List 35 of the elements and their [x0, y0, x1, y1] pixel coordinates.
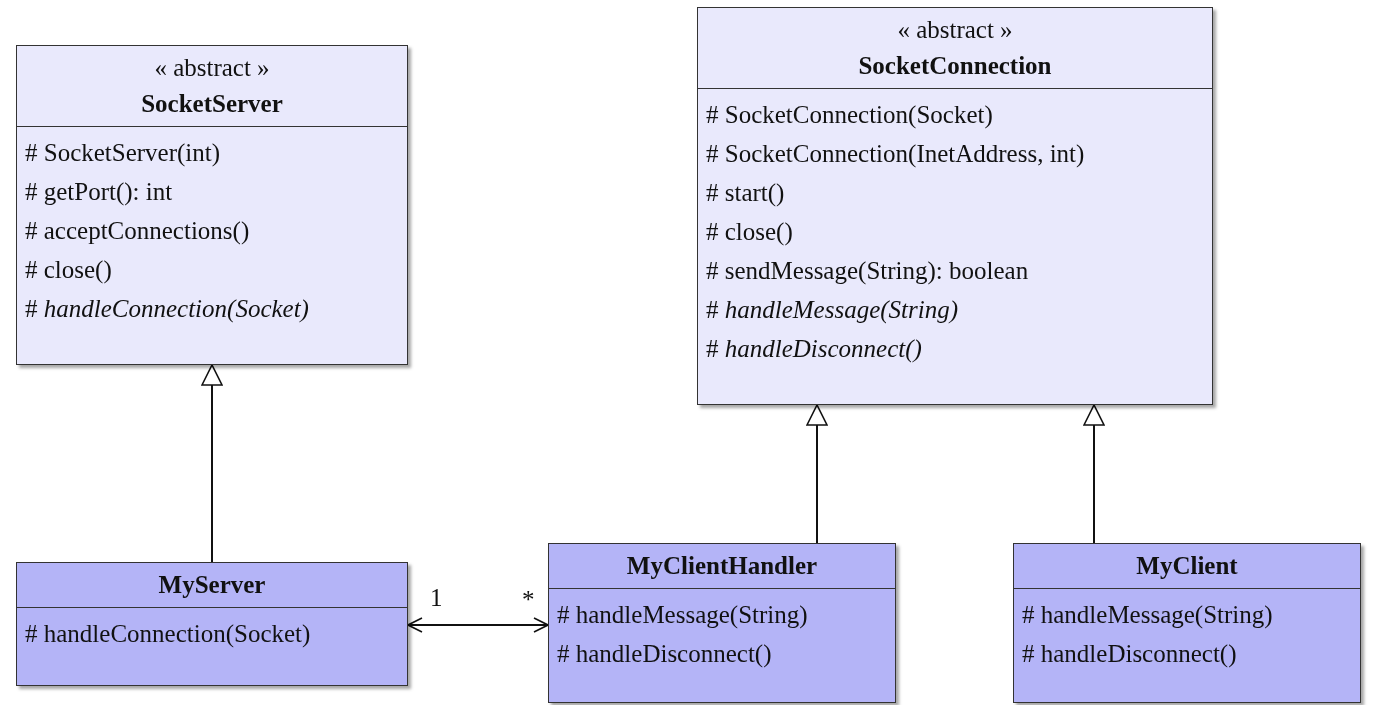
method-text: # sendMessage(String): boolean — [706, 256, 1030, 287]
method-text: # handleConnection(Socket) — [25, 619, 312, 649]
generalization-arrow — [1083, 404, 1105, 544]
class-box — [697, 7, 1213, 405]
method-text: # handleDisconnect() — [1022, 639, 1238, 670]
association-arrow — [407, 617, 549, 633]
method-text: # SocketConnection(InetAddress, int) — [706, 139, 1086, 170]
class-name: MyServer — [157, 570, 267, 600]
class-name: MyClient — [1135, 551, 1239, 581]
class-name: SocketConnection — [857, 51, 1053, 81]
method-text: # handleDisconnect() — [557, 639, 773, 670]
class-box — [1013, 543, 1361, 703]
method-text: # handleMessage(String) — [706, 295, 960, 326]
class-box — [548, 543, 896, 703]
method-text: # handleMessage(String) — [1022, 600, 1274, 631]
generalization-arrow — [201, 364, 223, 563]
method-text: # SocketConnection(Socket) — [706, 100, 994, 131]
method-text: # close() — [706, 217, 794, 248]
class-name: MyClientHandler — [625, 551, 819, 581]
class-name: SocketServer — [140, 89, 284, 119]
stereotype-label: « abstract » — [896, 15, 1014, 45]
method-text: # handleMessage(String) — [557, 600, 809, 631]
method-text: # getPort(): int — [25, 177, 174, 208]
stereotype-label: « abstract » — [153, 53, 271, 83]
method-text: # acceptConnections() — [25, 216, 251, 247]
generalization-arrow — [806, 404, 828, 544]
multiplicity-label: 1 — [430, 584, 443, 612]
multiplicity-label: * — [522, 586, 535, 614]
method-text: # handleConnection(Socket) — [25, 294, 310, 325]
method-text: # handleDisconnect() — [706, 334, 923, 365]
method-text: # SocketServer(int) — [25, 138, 222, 169]
class-box — [16, 562, 408, 686]
method-text: # start() — [706, 178, 786, 208]
class-box — [16, 45, 408, 365]
method-text: # close() — [25, 255, 113, 286]
